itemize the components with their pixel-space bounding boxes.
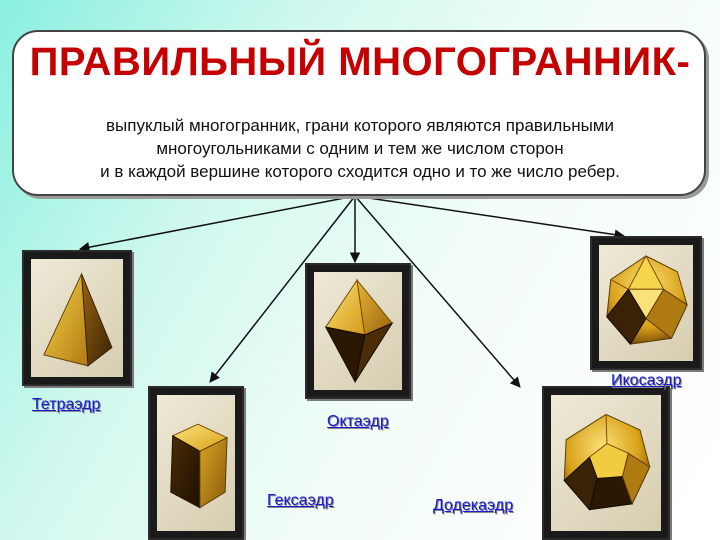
hexahedron-shape [170,423,229,509]
dodecahedron-picture [542,386,670,540]
hexahedron-label[interactable]: Гексаэдр [267,492,334,509]
definition-line-2: многоугольниками с одним и тем же числом… [156,139,564,158]
octahedron-label[interactable]: Октаэдр [327,413,389,430]
icosahedron-label[interactable]: Икосаэдр [611,372,682,389]
dodecahedron-label[interactable]: Додекаэдр [433,497,514,514]
definition-box [12,30,706,196]
octahedron-shape [324,278,394,384]
tetrahedron-picture [22,250,132,386]
icosahedron-shape [606,254,688,345]
definition-text: выпуклый многогранник, грани которого яв… [20,114,700,183]
hexahedron-picture [148,386,244,540]
arrow-to-tetrahedron [78,195,356,253]
page-title: ПРАВИЛЬНЫЙ МНОГОГРАННИК- [29,40,691,84]
dodecahedron-shape [563,413,651,511]
definition-line-3: и в каждой вершине которого сходится одн… [100,162,620,181]
tetrahedron-shape [43,272,113,367]
icosahedron-picture [590,236,702,370]
tetrahedron-label[interactable]: Тетраэдр [32,396,101,413]
octahedron-picture [305,263,411,399]
arrow-to-icosahedron [354,195,626,240]
definition-line-1: выпуклый многогранник, грани которого яв… [106,116,614,135]
